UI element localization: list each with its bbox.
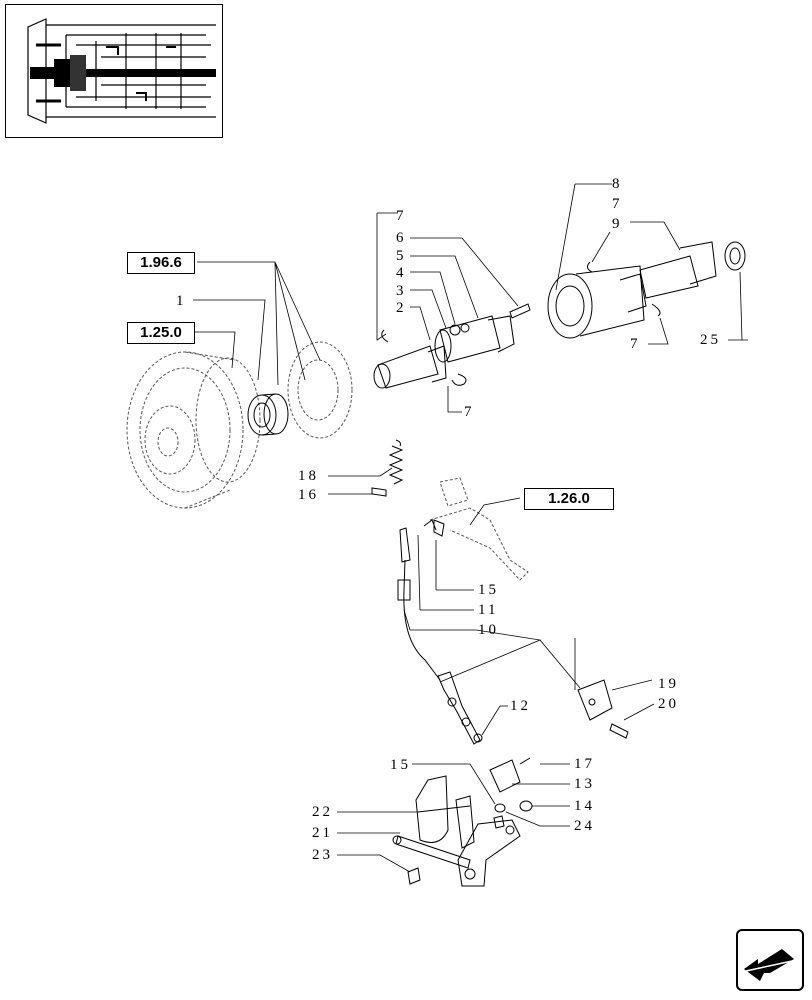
callout-25: 25 (700, 332, 721, 348)
callout-7b: 7 (396, 208, 407, 224)
callout-1: 1 (176, 293, 187, 309)
callout-16: 16 (298, 487, 319, 503)
callout-5: 5 (396, 248, 407, 264)
callout-11: 11 (478, 602, 499, 618)
clutch-cable (397, 519, 483, 745)
callout-22: 22 (312, 804, 333, 820)
sleeve-9 (639, 241, 746, 299)
callout-21: 21 (312, 825, 333, 841)
release-bearing-1 (247, 393, 289, 436)
bearing-assembly-8 (547, 261, 661, 339)
callout-9: 9 (612, 216, 623, 232)
block-13 (489, 757, 531, 793)
callout-7d: 7 (630, 336, 641, 352)
callout-23: 23 (312, 847, 333, 863)
callout-15b: 15 (390, 757, 411, 773)
callout-20: 20 (658, 696, 679, 712)
leader-lines (193, 183, 748, 873)
shaft-21 (392, 835, 471, 869)
transmission-thumbnail-inset[interactable] (5, 4, 223, 138)
callout-18: 18 (298, 468, 319, 484)
release-sleeve-left (373, 329, 467, 389)
release-sleeve-main (434, 303, 531, 363)
return-arrow-icon (744, 949, 794, 981)
callout-4: 4 (396, 265, 407, 281)
spring-18 (388, 439, 404, 485)
callout-24: 24 (574, 818, 595, 834)
callout-6: 6 (396, 230, 407, 246)
nut-15b (493, 815, 505, 829)
callout-12: 12 (510, 698, 531, 714)
shift-fork-22 (415, 775, 475, 849)
lever-arm (457, 819, 521, 887)
return-nav-button[interactable] (736, 929, 804, 991)
transmission-section-thumbnail (27, 18, 216, 124)
pedal-ghost (429, 477, 529, 581)
callout-10: 10 (478, 622, 499, 638)
washer-24 (494, 803, 506, 813)
ref-box-1-26-0[interactable]: 1.26.0 (524, 488, 614, 510)
nut-14 (519, 800, 533, 812)
callout-13: 13 (574, 776, 595, 792)
callout-7c: 7 (464, 404, 475, 420)
callout-3: 3 (396, 283, 407, 299)
callout-7a: 7 (612, 196, 623, 212)
callout-19: 19 (658, 676, 679, 692)
bolt-23 (407, 867, 421, 885)
ref-box-1-96-6[interactable]: 1.96.6 (127, 252, 195, 274)
flywheel-ghost (126, 351, 261, 509)
callout-8: 8 (612, 176, 623, 192)
ref-box-1-25-0[interactable]: 1.25.0 (127, 322, 195, 344)
pin-16 (371, 487, 387, 497)
clutch-disc-ghost (287, 341, 353, 439)
callout-2: 2 (396, 300, 407, 316)
callout-17: 17 (574, 756, 595, 772)
bracket-19 (577, 679, 629, 739)
callout-14: 14 (574, 798, 595, 814)
callout-15a: 15 (478, 582, 499, 598)
